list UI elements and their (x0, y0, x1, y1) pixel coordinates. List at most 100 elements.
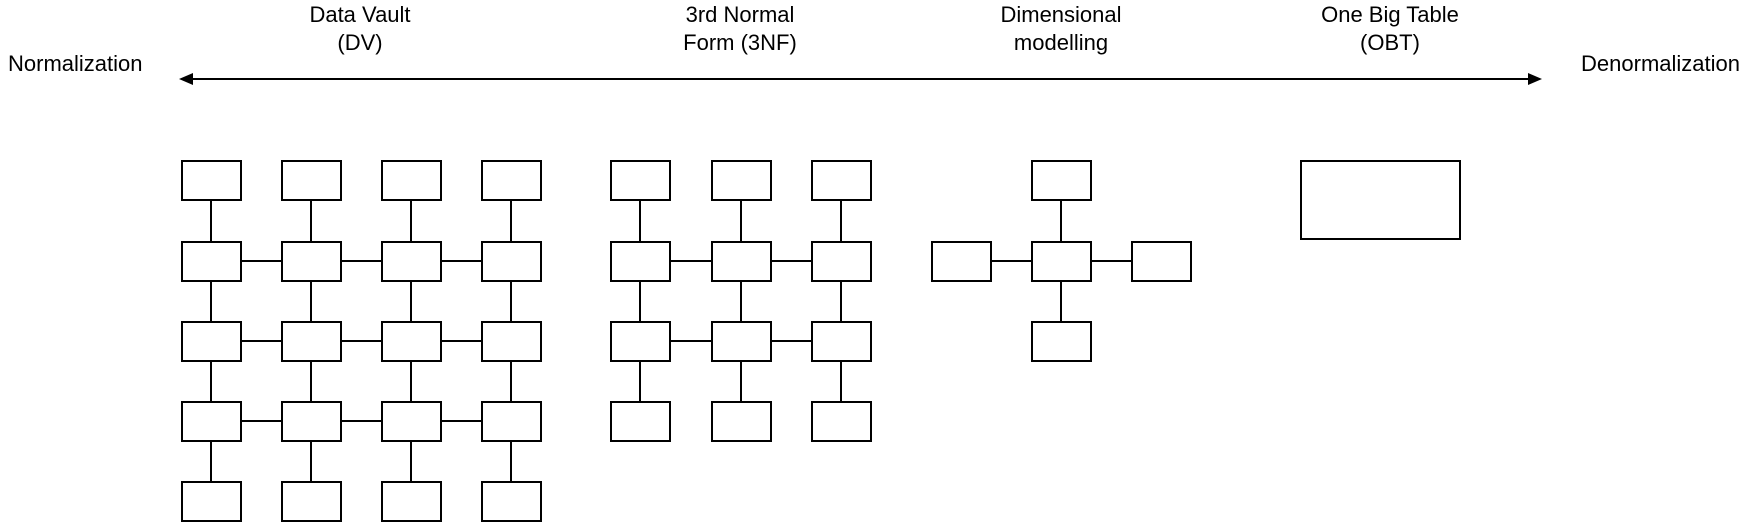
approach-label-data-vault: Data Vault (DV) (309, 1, 410, 57)
approach-label-line1: Data Vault (309, 2, 411, 27)
entity-box (811, 401, 872, 442)
entity-box (281, 401, 342, 442)
connector-line (671, 260, 711, 262)
connector-line (772, 340, 811, 342)
arrow-shaft (189, 78, 1532, 80)
normalization-label: Normalization (8, 51, 143, 76)
entity-box (481, 321, 542, 362)
connector-line (1092, 260, 1131, 262)
entity-box (381, 321, 442, 362)
connector-line (510, 362, 512, 401)
connector-line (310, 362, 312, 401)
entity-box (1031, 241, 1092, 282)
entity-box (610, 241, 671, 282)
connector-line (671, 340, 711, 342)
entity-box (481, 401, 542, 442)
entity-box (181, 321, 242, 362)
entity-box (181, 160, 242, 201)
denormalization-label: Denormalization (1581, 51, 1740, 76)
connector-line (242, 340, 281, 342)
entity-box (281, 160, 342, 201)
connector-line (1060, 201, 1062, 241)
approach-label-third-normal-form: 3rd Normal Form (3NF) (683, 1, 797, 57)
entity-box (381, 401, 442, 442)
connector-line (840, 362, 842, 401)
entity-box (711, 321, 772, 362)
approach-label-dimensional-modelling: Dimensional modelling (1000, 1, 1121, 57)
connector-line (310, 282, 312, 321)
connector-line (840, 282, 842, 321)
approach-label-line1: Dimensional (1000, 2, 1122, 27)
entity-box (610, 321, 671, 362)
entity-box (610, 401, 671, 442)
connector-line (242, 260, 281, 262)
entity-box (711, 160, 772, 201)
arrowhead-left-icon (179, 73, 193, 85)
connector-line (442, 340, 481, 342)
entity-box (481, 241, 542, 282)
entity-box (481, 481, 542, 522)
entity-box (811, 160, 872, 201)
approach-label-line1: One Big Table (1321, 2, 1459, 27)
approach-label-line1: 3rd Normal (685, 2, 795, 27)
connector-line (342, 260, 381, 262)
entity-box (811, 241, 872, 282)
connector-line (992, 260, 1031, 262)
entity-box (1031, 160, 1092, 201)
entity-box (481, 160, 542, 201)
connector-line (410, 282, 412, 321)
spectrum-arrow (179, 73, 1542, 85)
connector-line (510, 282, 512, 321)
entity-box (1031, 321, 1092, 362)
connector-line (639, 362, 641, 401)
approach-label-one-big-table: One Big Table (OBT) (1321, 1, 1459, 57)
entity-box (931, 241, 992, 282)
entity-box (610, 160, 671, 201)
approach-label-line2: (DV) (337, 30, 383, 55)
connector-line (840, 201, 842, 241)
entity-box (281, 241, 342, 282)
entity-box (711, 241, 772, 282)
connector-line (210, 201, 212, 241)
entity-box (381, 481, 442, 522)
connector-line (639, 282, 641, 321)
connector-line (410, 442, 412, 481)
connector-line (342, 420, 381, 422)
entity-box (711, 401, 772, 442)
approach-label-line2: modelling (1013, 30, 1109, 55)
entity-box (181, 241, 242, 282)
connector-line (210, 362, 212, 401)
entity-box (381, 241, 442, 282)
connector-line (310, 201, 312, 241)
entity-box (1131, 241, 1192, 282)
connector-line (242, 420, 281, 422)
entity-box (281, 481, 342, 522)
connector-line (510, 442, 512, 481)
entity-box (1300, 160, 1461, 240)
connector-line (740, 282, 742, 321)
entity-box (181, 481, 242, 522)
connector-line (210, 282, 212, 321)
entity-box (811, 321, 872, 362)
connector-line (410, 362, 412, 401)
approach-label-line2: (OBT) (1360, 30, 1420, 55)
connector-line (442, 260, 481, 262)
connector-line (1060, 282, 1062, 321)
approach-label-line2: Form (3NF) (683, 30, 797, 55)
connector-line (510, 201, 512, 241)
connector-line (740, 362, 742, 401)
connector-line (639, 201, 641, 241)
connector-line (740, 201, 742, 241)
entity-box (281, 321, 342, 362)
connector-line (410, 201, 412, 241)
entity-box (381, 160, 442, 201)
arrowhead-right-icon (1528, 73, 1542, 85)
connector-line (342, 340, 381, 342)
connector-line (310, 442, 312, 481)
connector-line (772, 260, 811, 262)
